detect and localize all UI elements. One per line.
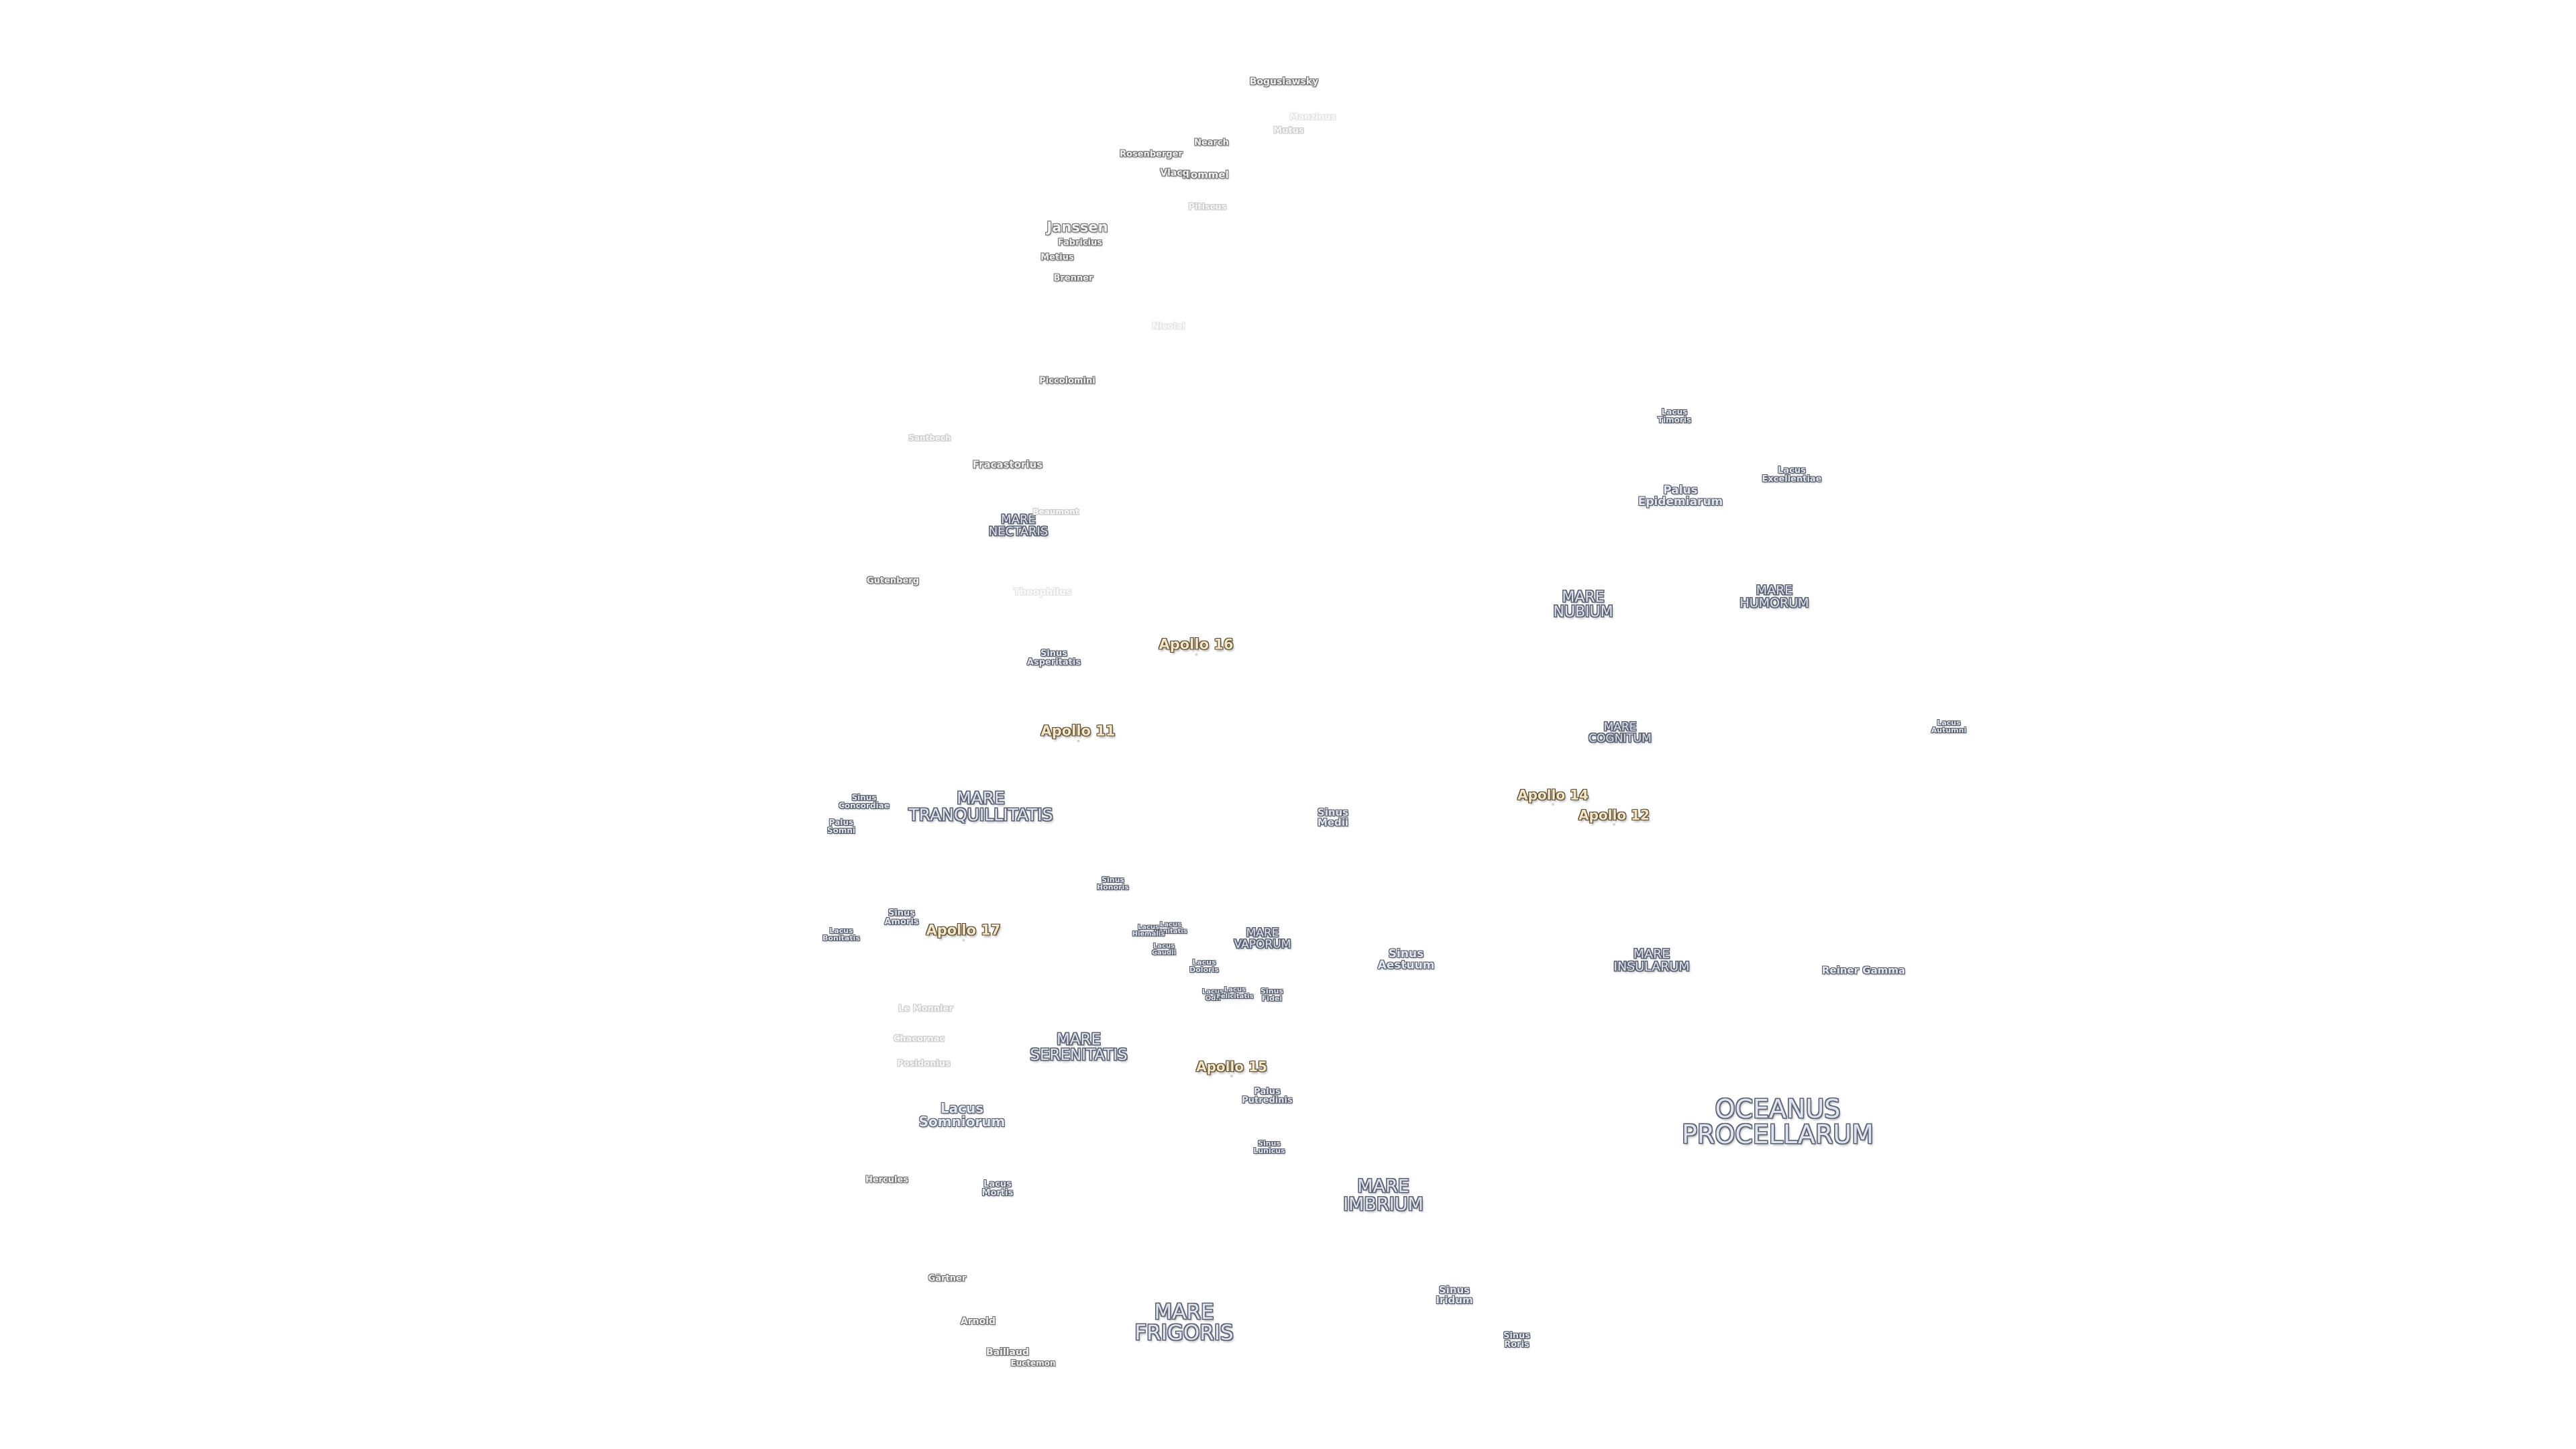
label-crater-vlacq[interactable]: Vlacq (1160, 168, 1189, 178)
label-sinus-iridum[interactable]: Sinus Iridum (1436, 1284, 1473, 1306)
label-lacus-somniorum[interactable]: Lacus Somniorum (918, 1100, 1006, 1130)
label-palus-somni[interactable]: Palus Somni (826, 818, 856, 835)
landing-site-marker (1552, 803, 1554, 806)
label-crater-hercules[interactable]: Hercules (865, 1175, 909, 1185)
apollo-12-text: Apollo 12 (1578, 807, 1650, 823)
label-crater-nicolai[interactable]: Nicolai (1152, 321, 1185, 332)
label-apollo-16[interactable]: Apollo 16 (1159, 636, 1234, 656)
label-reiner-gamma[interactable]: Reiner Gamma (1821, 964, 1906, 977)
label-oceanus-procellarum[interactable]: OCEANUS PROCELLARUM (1682, 1094, 1874, 1149)
apollo-16-text: Apollo 16 (1159, 636, 1234, 653)
label-mare-nubium[interactable]: MARE NUBIUM (1553, 589, 1613, 621)
apollo-15-text: Apollo 15 (1196, 1059, 1267, 1075)
label-sinus-roris[interactable]: Sinus Roris (1503, 1331, 1531, 1350)
label-crater-pitiscus[interactable]: Pitiscus (1188, 202, 1227, 213)
label-lacus-odii[interactable]: Lacus Odii (1201, 988, 1224, 1002)
label-mare-imbrium[interactable]: MARE IMBRIUM (1343, 1176, 1424, 1215)
label-apollo-12[interactable]: Apollo 12 (1578, 808, 1650, 826)
label-lacus-doloris[interactable]: Lacus Doloris (1189, 958, 1219, 974)
label-mare-humorum[interactable]: MARE HUMORUM (1739, 583, 1809, 610)
label-crater-beaumont[interactable]: Beaumont (1032, 507, 1079, 517)
label-palus-epidemiarum[interactable]: Palus Epidemiarum (1638, 484, 1723, 508)
landing-site-marker (1194, 653, 1197, 656)
label-crater-gutenberg[interactable]: Gutenberg (866, 576, 920, 586)
label-mare-tranquillitatis[interactable]: MARE TRANQUILLITATIS (908, 788, 1053, 824)
label-sinus-aestuum[interactable]: Sinus Aestuum (1377, 947, 1435, 972)
label-lacus-felicitatis[interactable]: Lacus Felicitatis (1216, 986, 1254, 1000)
label-apollo-14[interactable]: Apollo 14 (1517, 788, 1589, 806)
label-sinus-fidei[interactable]: Sinus Fidei (1260, 987, 1283, 1003)
label-lacus-timoris[interactable]: Lacus Timoris (1657, 407, 1692, 425)
label-crater-gartner[interactable]: Gärtner (928, 1273, 967, 1284)
label-crater-fabricius[interactable]: Fabricius (1057, 237, 1103, 248)
label-lacus-autumni[interactable]: Lacus Autumni (1931, 718, 1967, 735)
label-crater-chacornac[interactable]: Chacornac (893, 1034, 945, 1044)
label-apollo-17[interactable]: Apollo 17 (926, 922, 1001, 942)
label-mare-insularum[interactable]: MARE INSULARUM (1613, 947, 1690, 974)
label-lacus-mortis[interactable]: Lacus Mortis (981, 1179, 1014, 1198)
label-crater-fracastorius[interactable]: Fracastorius (972, 458, 1043, 471)
label-apollo-11[interactable]: Apollo 11 (1040, 722, 1116, 743)
label-crater-janssen[interactable]: Janssen (1046, 219, 1108, 235)
label-crater-le-monnier[interactable]: Le Monnier (898, 1004, 953, 1014)
label-apollo-15[interactable]: Apollo 15 (1196, 1060, 1267, 1077)
label-crater-manzinus[interactable]: Manzinus (1289, 112, 1336, 123)
label-sinus-concordiae[interactable]: Sinus Concordiae (839, 793, 890, 810)
label-crater-posidonius[interactable]: Posidonius (897, 1059, 951, 1069)
label-crater-brenner[interactable]: Brenner (1053, 273, 1093, 284)
label-palus-putredinis[interactable]: Palus Putredinis (1242, 1087, 1293, 1106)
label-crater-arnold[interactable]: Arnold (960, 1316, 996, 1327)
label-mare-serenitatis[interactable]: MARE SERENITATIS (1030, 1031, 1128, 1064)
label-mare-nectaris[interactable]: MARE NECTARIS (988, 513, 1049, 539)
label-lacus-bonitatis[interactable]: Lacus Bonitatis (822, 926, 860, 943)
label-crater-hommel[interactable]: Hommel (1182, 168, 1229, 181)
label-lacus-hiemalis[interactable]: Lacus Hiemalis (1132, 924, 1165, 938)
label-sinus-lunicus[interactable]: Sinus Lunicus (1253, 1139, 1285, 1155)
label-crater-theophilus[interactable]: Theophilus (1013, 587, 1072, 598)
label-mare-frigoris[interactable]: MARE FRIGORIS (1134, 1300, 1234, 1345)
apollo-17-text: Apollo 17 (926, 922, 1001, 938)
landing-site-marker (1230, 1075, 1233, 1077)
landing-site-marker (961, 938, 965, 942)
label-sinus-medii[interactable]: Sinus Medii (1317, 806, 1349, 828)
label-crater-mutus[interactable]: Mutus (1273, 125, 1304, 136)
landing-site-marker (1613, 823, 1615, 826)
label-sinus-asperitatis[interactable]: Sinus Asperitatis (1026, 649, 1081, 667)
label-crater-piccolomini[interactable]: Piccolomini (1039, 376, 1095, 386)
label-crater-boguslawsky[interactable]: Boguslawsky (1249, 76, 1319, 87)
label-lacus-excellentiae[interactable]: Lacus Excellentiae (1762, 466, 1822, 484)
label-crater-metius[interactable]: Metius (1040, 252, 1074, 263)
label-mare-vaporum[interactable]: MARE VAPORUM (1234, 926, 1291, 951)
label-crater-rosenberger[interactable]: Rosenberger (1120, 149, 1183, 160)
label-lacus-lenitatis[interactable]: Lacus Lenitatis (1154, 921, 1187, 935)
label-crater-euctemon[interactable]: Euctemon (1010, 1358, 1056, 1368)
apollo-11-text: Apollo 11 (1040, 722, 1116, 739)
label-mare-cognitum[interactable]: MARE COGNITUM (1589, 720, 1652, 745)
label-crater-santbech[interactable]: Santbech (908, 433, 951, 443)
landing-site-marker (1076, 739, 1079, 743)
label-crater-nearch[interactable]: Nearch (1194, 138, 1229, 148)
apollo-14-text: Apollo 14 (1517, 787, 1589, 803)
label-crater-baillaud[interactable]: Baillaud (986, 1347, 1029, 1358)
label-sinus-honoris[interactable]: Sinus Honoris (1097, 875, 1129, 892)
label-sinus-amoris[interactable]: Sinus Amoris (884, 908, 919, 927)
label-lacus-gaudii[interactable]: Lacus Gaudii (1151, 943, 1177, 957)
